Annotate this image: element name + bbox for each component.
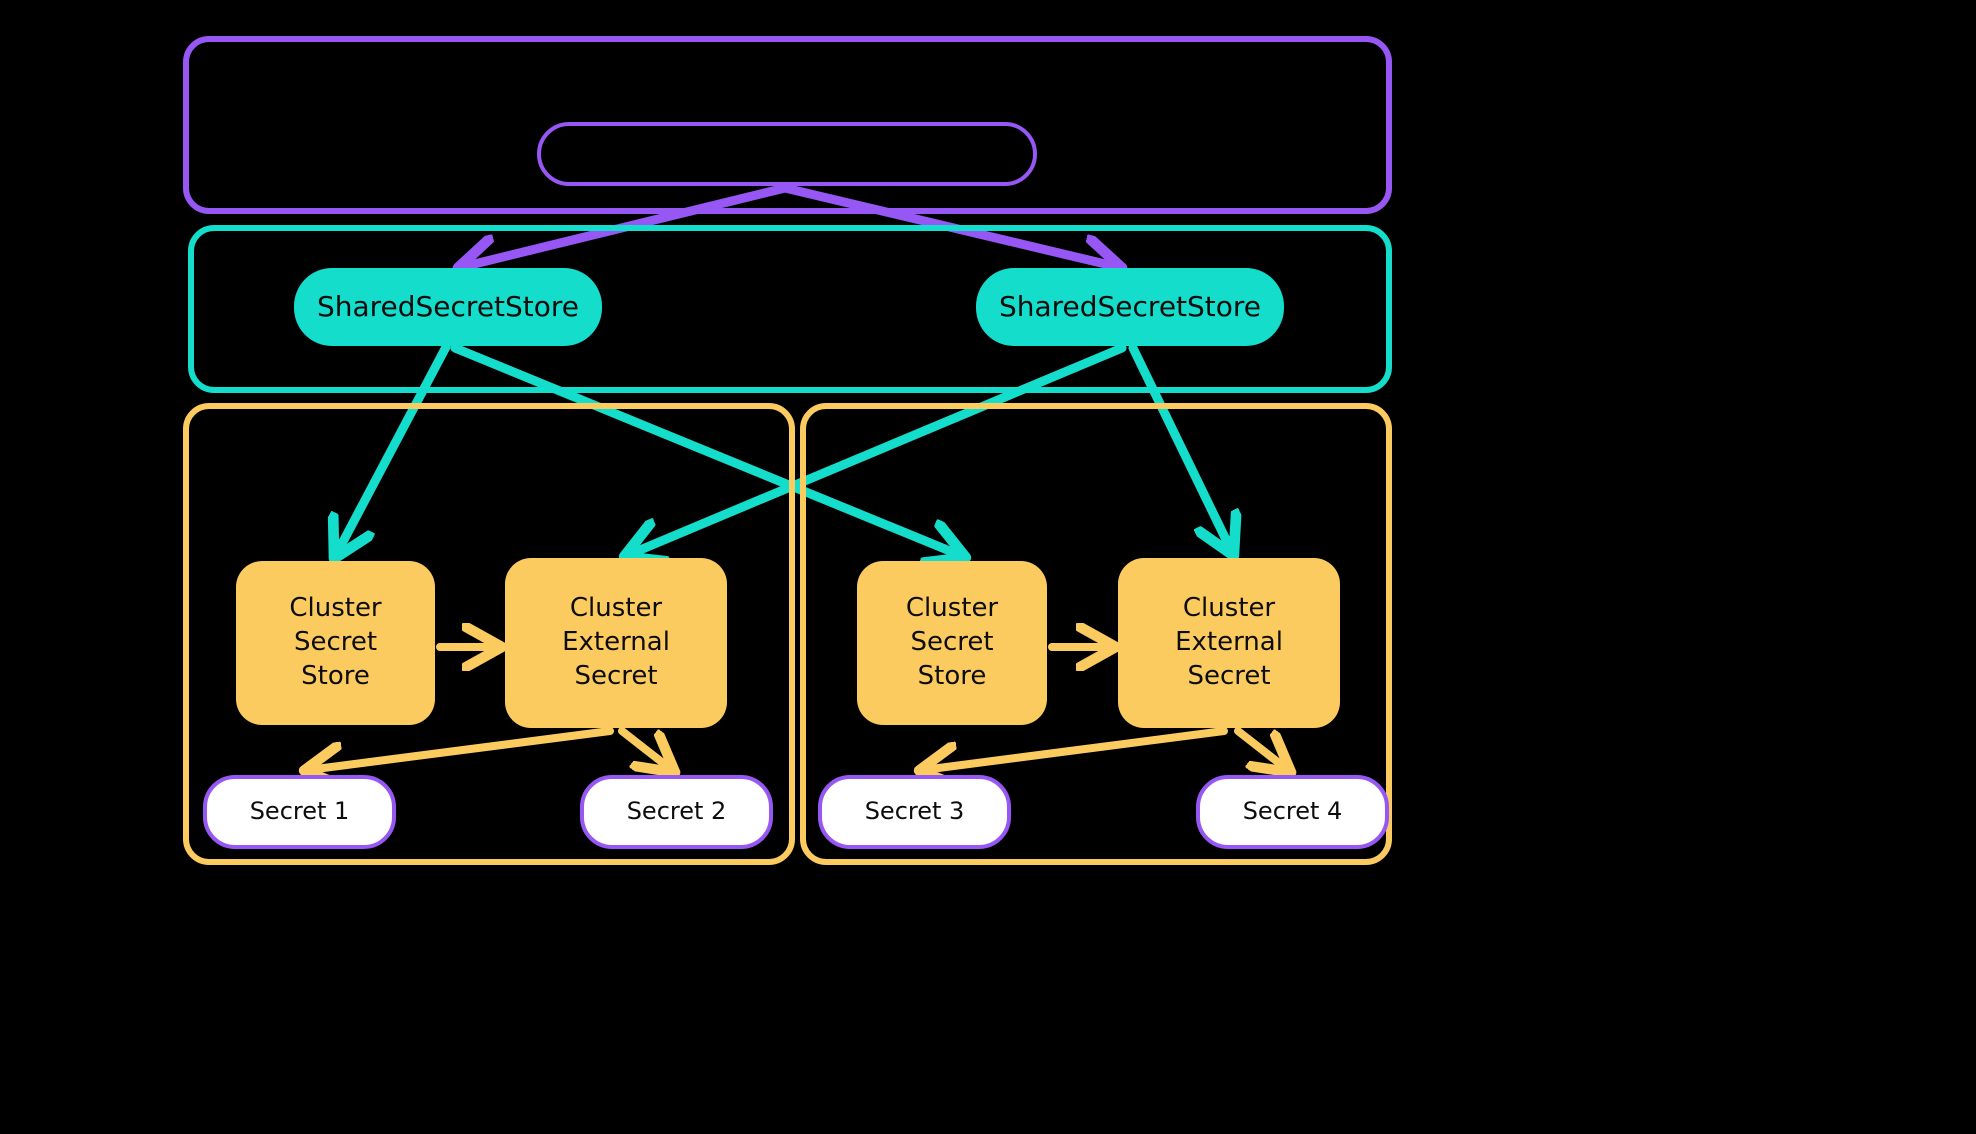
teal-group-container[interactable] (188, 225, 1392, 393)
cluster-secret-store-left-node[interactable]: Cluster Secret Store (236, 561, 435, 725)
cluster-secret-store-left-label: Cluster Secret Store (289, 593, 382, 691)
secret-3-label: Secret 3 (864, 797, 965, 826)
shared-secret-store-right-node[interactable]: SharedSecretStore (976, 268, 1284, 346)
cluster-external-secret-left-label: Cluster External Secret (562, 593, 670, 691)
secret-4-label: Secret 4 (1242, 797, 1343, 826)
cluster-secret-store-right-label: Cluster Secret Store (905, 593, 999, 691)
cluster-external-secret-left-node[interactable]: Cluster External Secret (505, 558, 727, 728)
secret-1-node[interactable]: Secret 1 (203, 775, 396, 849)
cluster-secret-store-right-node[interactable]: Cluster Secret Store (857, 561, 1047, 725)
purple-group-container[interactable] (183, 36, 1392, 214)
root-pill-node[interactable] (537, 122, 1037, 186)
secret-1-label: Secret 1 (249, 797, 350, 826)
yellow-group-container-right[interactable] (800, 403, 1392, 865)
secret-2-node[interactable]: Secret 2 (580, 775, 773, 849)
secret-4-node[interactable]: Secret 4 (1196, 775, 1389, 849)
shared-secret-store-right-label: SharedSecretStore (998, 289, 1262, 323)
shared-secret-store-left-label: SharedSecretStore (316, 289, 580, 323)
secret-2-label: Secret 2 (626, 797, 727, 826)
cluster-external-secret-right-label: Cluster External Secret (1175, 593, 1283, 691)
shared-secret-store-left-node[interactable]: SharedSecretStore (294, 268, 602, 346)
cluster-external-secret-right-node[interactable]: Cluster External Secret (1118, 558, 1340, 728)
yellow-group-container-left[interactable] (183, 403, 795, 865)
secret-3-node[interactable]: Secret 3 (818, 775, 1011, 849)
